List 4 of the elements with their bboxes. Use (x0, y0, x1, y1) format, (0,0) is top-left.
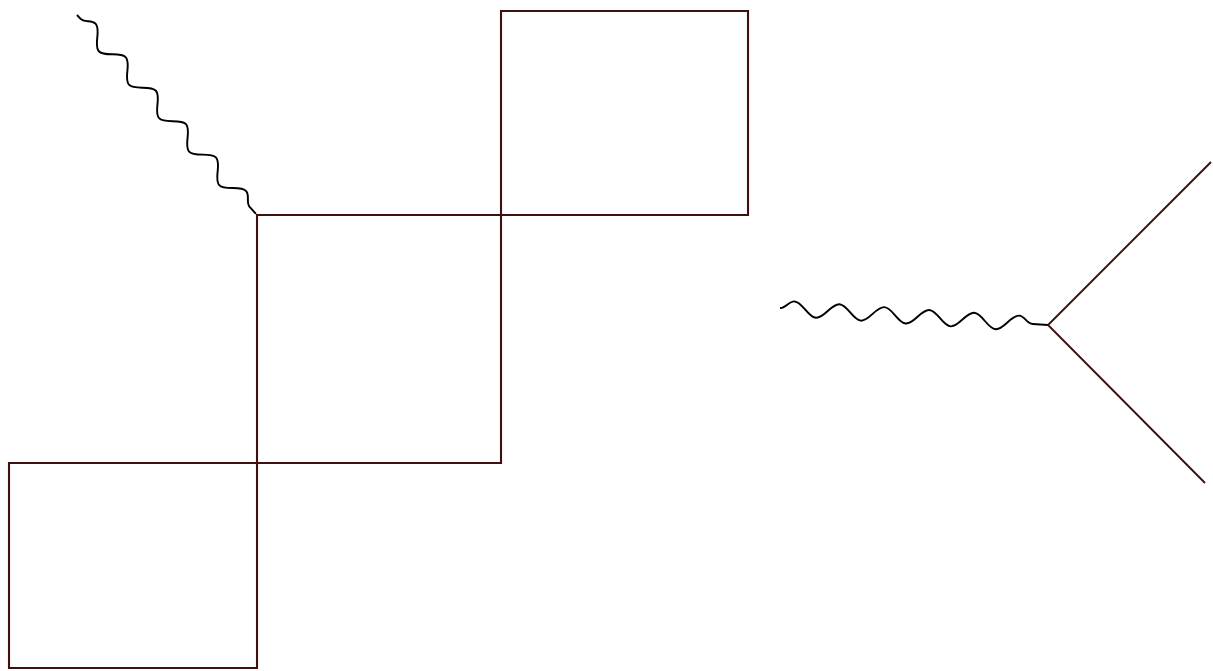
square-box (255, 213, 503, 465)
square-box (7, 461, 259, 670)
wavy-line (76, 14, 257, 215)
square-box (499, 9, 750, 217)
